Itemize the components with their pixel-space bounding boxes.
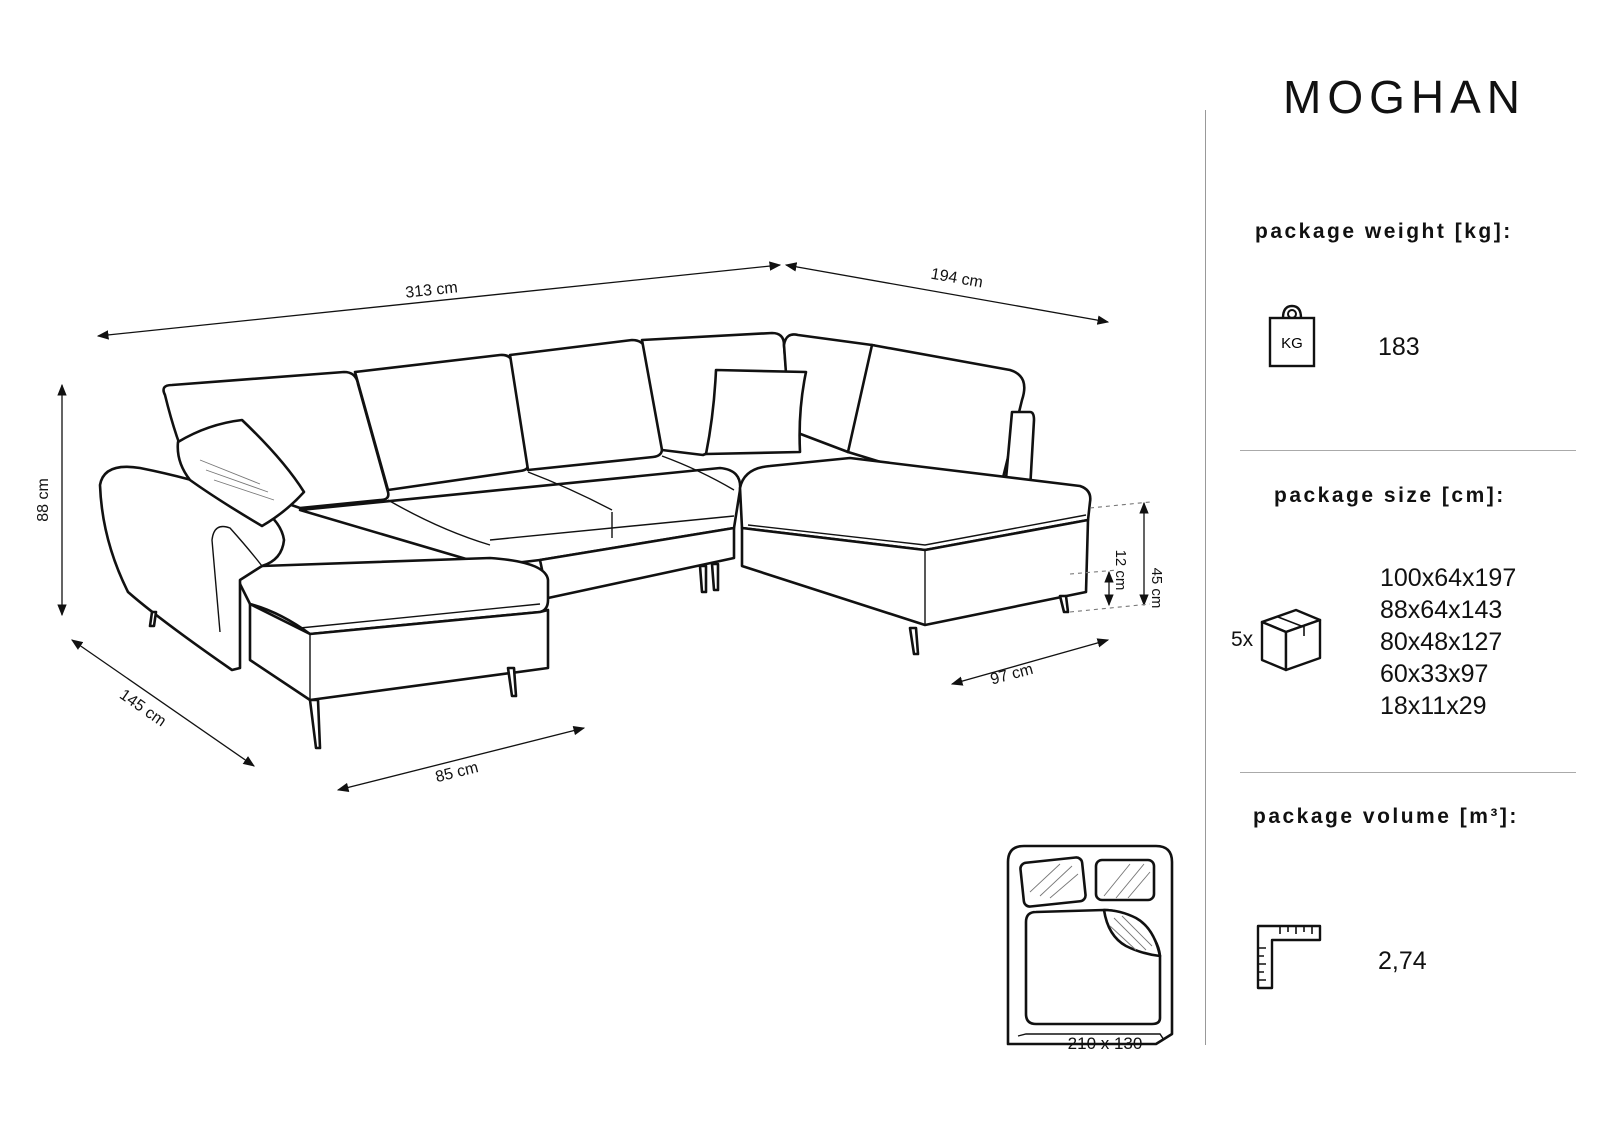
package-size-item: 18x11x29: [1380, 692, 1487, 720]
package-size-item: 80x48x127: [1380, 628, 1503, 656]
leg-4: [698, 564, 708, 594]
leg-2: [308, 698, 322, 750]
divider-1: [1240, 450, 1576, 451]
package-box-icon: [1260, 608, 1322, 672]
package-volume-value: 2,74: [1378, 947, 1427, 975]
back-cushion-2: [508, 338, 664, 472]
package-quantity: 5x: [1231, 628, 1254, 651]
dim-width-right: 194 cm: [929, 266, 984, 292]
sofa-outline: [98, 331, 1092, 750]
back-cushion-1: [353, 353, 530, 492]
package-size-item: 60x33x97: [1380, 660, 1489, 688]
package-volume-label: package volume [m³]:: [1253, 805, 1519, 828]
left-armrest: [98, 465, 286, 672]
leg-3: [506, 666, 518, 698]
kettlebell-weight-icon: KG: [1268, 304, 1316, 368]
dim-height: 88 cm: [35, 478, 52, 522]
leg-1: [148, 610, 158, 628]
right-armrest-back: [1003, 410, 1036, 492]
right-pillow: [704, 368, 808, 456]
dim-length-total: 313 cm: [405, 279, 459, 301]
dim-seat-height: 45 cm: [1148, 568, 1165, 609]
panel-divider: [1205, 110, 1206, 1045]
dimension-lines: [57, 261, 1151, 792]
kettlebell-label: KG: [1281, 335, 1303, 352]
right-chaise-seat: [738, 456, 1092, 552]
package-weight-value: 183: [1378, 333, 1420, 361]
dim-seat-depth-right: 97 cm: [989, 661, 1035, 689]
product-name: MOGHAN: [1283, 71, 1526, 123]
package-weight-label: package weight [kg]:: [1255, 220, 1513, 243]
sleeping-area-bed-icon: [1006, 844, 1174, 1046]
leg-5: [710, 562, 720, 592]
sleeping-area-size: 210 x 130: [1068, 1034, 1143, 1053]
package-size-item: 88x64x143: [1380, 596, 1503, 624]
dim-depth-left: 145 cm: [116, 686, 169, 730]
dim-chaise-width: 85 cm: [434, 759, 480, 786]
leg-7: [1058, 594, 1070, 614]
dim-leg-height: 12 cm: [1112, 550, 1129, 591]
package-size-label: package size [cm]:: [1274, 484, 1506, 507]
ruler-corner-icon: [1256, 924, 1322, 990]
divider-2: [1240, 772, 1576, 773]
left-chaise-base: [248, 602, 550, 702]
package-size-item: 100x64x197: [1380, 564, 1517, 592]
package-sizes-list: 100x64x197 88x64x143 80x48x127 60x33x97 …: [1380, 562, 1516, 722]
leg-6: [908, 626, 920, 656]
